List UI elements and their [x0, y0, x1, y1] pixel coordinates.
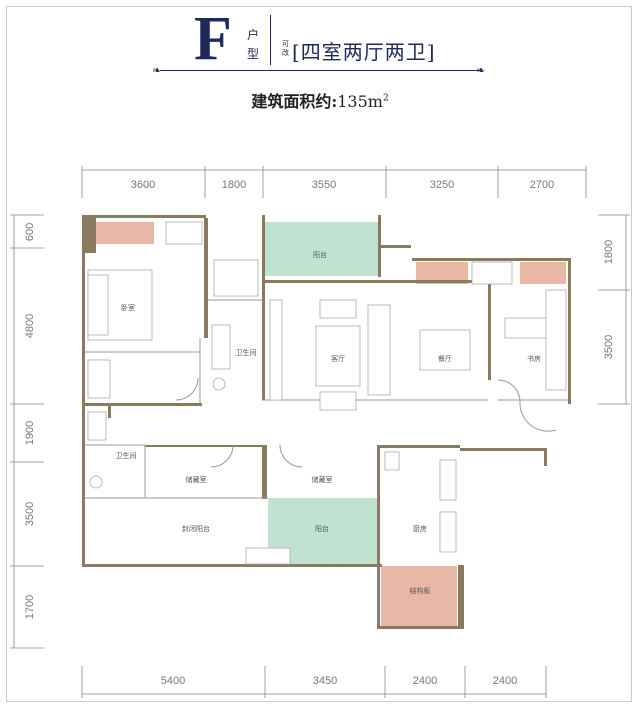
counter-1	[439, 459, 457, 501]
dim-left-1: 600	[24, 223, 36, 241]
walls	[82, 215, 571, 629]
unit-type-char-1: 户	[246, 28, 259, 42]
dim-top-1: 3600	[131, 179, 155, 191]
washer-rack	[245, 547, 291, 565]
dim-right-1: 1800	[603, 240, 615, 264]
toilet-2	[89, 475, 103, 489]
room-study: 书房	[527, 354, 541, 363]
fridge	[384, 451, 400, 471]
dimension-lines	[10, 166, 630, 698]
room-living: 客厅	[331, 354, 345, 363]
dim-bottom-3: 2400	[413, 675, 437, 687]
room-bath-1: 卫生间	[236, 348, 257, 357]
ornament-right-icon: ❧	[476, 64, 486, 77]
counter-2	[439, 511, 457, 553]
dim-top-5: 2700	[530, 179, 554, 191]
dim-left-3: 1900	[24, 421, 36, 445]
sofa	[367, 304, 391, 396]
room-kitchen: 厨房	[413, 524, 427, 533]
armchair-1	[319, 299, 357, 319]
dimension-labels: 3600 1800 3550 3250 2700 5400 3450 2400 …	[24, 179, 615, 687]
slab-fill-3	[520, 262, 566, 284]
dim-left-5: 1700	[24, 595, 36, 619]
room-bath-2: 卫生间	[116, 451, 137, 460]
slab-fill-2	[416, 262, 468, 284]
room-enclosed-balcony: 封闭阳台	[182, 524, 210, 533]
room-storage-2: 储藏室	[312, 475, 333, 484]
dining-table	[419, 329, 471, 371]
bed-headboard	[87, 274, 109, 336]
ornament-left-icon: ❧	[152, 64, 162, 77]
room-fills	[96, 222, 566, 626]
vanity-2	[87, 411, 107, 441]
shower	[213, 259, 259, 297]
dim-bottom-4: 2400	[493, 675, 517, 687]
coffee-table	[315, 325, 361, 387]
header-rule	[160, 70, 480, 71]
header-divider	[270, 15, 271, 65]
floor-area-unit-sup: 2	[382, 93, 389, 104]
bay-window-1	[165, 221, 203, 245]
room-structural-slab: 结构板	[410, 586, 431, 595]
page-frame	[6, 6, 632, 702]
dim-right-2: 3500	[603, 335, 615, 359]
floor-area-label: 建筑面积约:	[251, 92, 338, 111]
room-storage-1: 储藏室	[186, 475, 207, 484]
desk	[504, 317, 548, 339]
dim-left-2: 4800	[24, 314, 36, 338]
room-master-bedroom: 卧室	[121, 303, 135, 312]
layout-type: [四室两厅两卫]	[292, 40, 436, 64]
room-dining: 餐厅	[438, 354, 452, 363]
armchair-2	[319, 391, 357, 411]
wardrobe	[87, 359, 111, 399]
dim-bottom-2: 3450	[313, 675, 337, 687]
vanity-1	[211, 324, 231, 370]
bay-window-2	[471, 261, 513, 285]
room-labels: 卧室 卫生间 卫生间 客厅 餐厅 书房 阳台 储藏室 储藏室 封闭阳台 阳台 厨…	[116, 250, 542, 595]
dim-bottom-1: 5400	[161, 675, 185, 687]
furniture	[87, 221, 567, 565]
partitions	[85, 299, 568, 499]
modifiable-caption: 可 改	[282, 40, 290, 58]
floor-area-value: 135m	[337, 92, 383, 111]
slab-fill-1	[96, 222, 154, 244]
dim-left-4: 3500	[24, 502, 36, 526]
tv-wall	[269, 299, 283, 401]
dim-top-2: 1800	[222, 179, 246, 191]
room-balcony-bottom: 阳台	[315, 524, 329, 533]
unit-type-caption: 户 型	[246, 26, 260, 64]
modifiable-char-1: 可	[282, 40, 289, 48]
dim-top-4: 3250	[430, 179, 454, 191]
balcony-top-fill	[265, 222, 378, 276]
room-balcony-top: 阳台	[313, 250, 327, 259]
unit-type-letter: F	[194, 5, 232, 73]
bookshelf	[545, 289, 567, 391]
unit-type-char-2: 型	[246, 47, 259, 61]
floor-area: 建筑面积约:135m2	[0, 88, 640, 112]
dim-top-3: 3550	[312, 179, 336, 191]
modifiable-char-2: 改	[282, 49, 289, 57]
toilet-1	[212, 377, 226, 391]
slab-fill-4	[381, 566, 457, 626]
